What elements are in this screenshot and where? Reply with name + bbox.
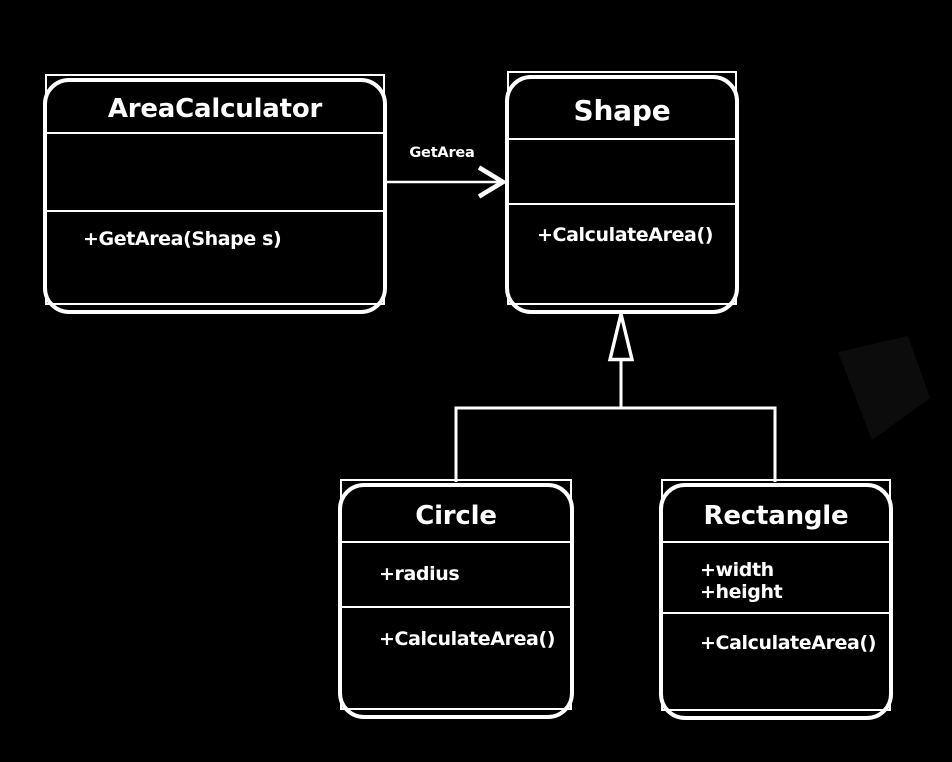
class-box-shape: Shape +CalculateArea() — [505, 71, 739, 314]
class-box-circle: Circle +radius +CalculateArea() — [338, 479, 574, 719]
attribute-item: +width — [700, 559, 774, 581]
association-open-arrowhead-icon — [477, 165, 508, 199]
class-table: Circle +radius +CalculateArea() — [340, 479, 572, 710]
attributes-compartment: +width +height — [663, 543, 889, 614]
methods-compartment: +GetArea(Shape s) — [47, 212, 383, 303]
class-box-rectangle: Rectangle +width +height +CalculateArea(… — [659, 479, 893, 720]
class-box-areacalculator: AreaCalculator +GetArea(Shape s) — [43, 74, 387, 314]
class-title: Circle — [342, 481, 570, 543]
generalization-triangle-icon — [607, 313, 635, 362]
attributes-compartment — [509, 140, 735, 205]
method-item: +CalculateArea() — [700, 632, 877, 654]
class-table: AreaCalculator +GetArea(Shape s) — [45, 74, 385, 305]
class-table: Rectangle +width +height +CalculateArea(… — [661, 479, 891, 711]
class-title: Shape — [509, 73, 735, 140]
background-artifact — [838, 336, 930, 440]
attributes-compartment: +radius — [342, 543, 570, 608]
methods-compartment: +CalculateArea() — [509, 205, 735, 303]
association-label: GetArea — [409, 145, 475, 161]
attribute-item: +height — [700, 580, 783, 603]
methods-compartment: +CalculateArea() — [342, 608, 570, 708]
attributes-compartment — [47, 134, 383, 212]
methods-compartment: +CalculateArea() — [663, 614, 889, 709]
class-table: Shape +CalculateArea() — [507, 71, 737, 305]
class-title: AreaCalculator — [47, 76, 383, 134]
attribute-item: +radius — [379, 563, 460, 585]
class-title: Rectangle — [663, 481, 889, 543]
method-item: +GetArea(Shape s) — [83, 228, 282, 250]
method-item: +CalculateArea() — [537, 224, 714, 246]
method-item: +CalculateArea() — [379, 628, 556, 650]
